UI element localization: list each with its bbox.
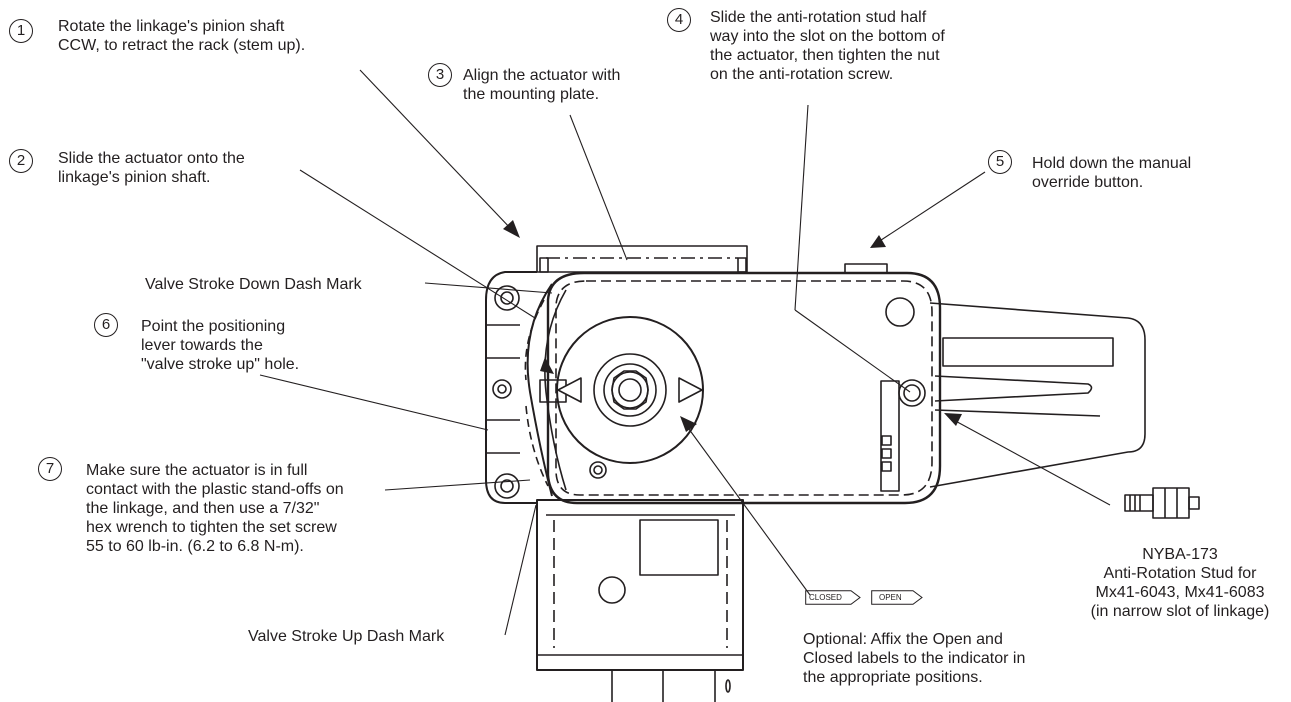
anti-rotation-stud xyxy=(1124,487,1200,519)
linkage-bracket xyxy=(536,499,744,702)
leader-lines xyxy=(259,69,1111,636)
closed-tag-outline xyxy=(805,590,861,605)
step-7-line: contact with the plastic stand-offs on xyxy=(86,481,344,498)
open-tag-outline xyxy=(871,590,923,605)
step-4-line: on the anti-rotation screw. xyxy=(710,66,894,83)
left-standoffs xyxy=(485,271,567,504)
step-6-line: lever towards the xyxy=(141,337,263,354)
step-3-text: Align the actuator with the mounting pla… xyxy=(463,66,620,104)
step-2-line: linkage's pinion shaft. xyxy=(58,169,211,186)
stud-label-line: NYBA-173 xyxy=(1142,546,1218,563)
open-tag: OPEN xyxy=(871,590,923,605)
step-4-line: the actuator, then tighten the nut xyxy=(710,47,940,64)
step-7-text: Make sure the actuator is in full contac… xyxy=(86,461,344,556)
step-6-text: Point the positioning lever towards the … xyxy=(141,317,299,374)
valve-stroke-up-label: Valve Stroke Up Dash Mark xyxy=(248,628,445,645)
step-2-text: Slide the actuator onto the linkage's pi… xyxy=(58,149,245,187)
optional-note-line: Closed labels to the indicator in xyxy=(803,650,1026,667)
pinion-hub xyxy=(556,316,704,479)
step-4-line: Slide the anti-rotation stud half xyxy=(710,9,927,26)
step-1-line: CCW, to retract the rack (stem up). xyxy=(58,37,306,54)
closed-tag-text: CLOSED xyxy=(809,593,842,602)
step-4-text: Slide the anti-rotation stud half way in… xyxy=(710,8,945,84)
stud-label-line: Mx41-6043, Mx41-6083 xyxy=(1095,584,1265,601)
valve-stroke-down-label: Valve Stroke Down Dash Mark xyxy=(145,276,362,293)
optional-note: Optional: Affix the Open and Closed labe… xyxy=(803,630,1025,687)
step-number-4: 4 xyxy=(667,8,691,32)
mounting-plate-top xyxy=(536,245,748,273)
step-5-text: Hold down the manual override button. xyxy=(1032,154,1191,192)
optional-note-line: the appropriate positions. xyxy=(803,669,983,686)
stud-label-line: (in narrow slot of linkage) xyxy=(1090,603,1270,620)
step-1-text: Rotate the linkage's pinion shaft CCW, t… xyxy=(58,17,305,55)
step-number-1: 1 xyxy=(9,19,33,43)
step-2-line: Slide the actuator onto the xyxy=(58,150,245,167)
step-number-2: 2 xyxy=(9,149,33,173)
step-7-line: hex wrench to tighten the set screw xyxy=(86,519,337,536)
step-number-5: 5 xyxy=(988,150,1012,174)
step-7-line: the linkage, and then use a 7/32" xyxy=(86,500,320,517)
closed-tag: CLOSED xyxy=(805,590,861,605)
step-number-7: 7 xyxy=(38,457,62,481)
stud-label: NYBA-173 Anti-Rotation Stud for Mx41-604… xyxy=(1075,545,1285,621)
step-number-6: 6 xyxy=(94,313,118,337)
step-5-line: Hold down the manual xyxy=(1032,155,1192,172)
step-4-line: way into the slot on the bottom of xyxy=(710,28,945,45)
linkage-arm xyxy=(929,302,1146,488)
stud-label-line: Anti-Rotation Stud for xyxy=(1103,565,1257,582)
actuator-body xyxy=(546,271,942,505)
step-6-line: "valve stroke up" hole. xyxy=(141,356,300,373)
step-3-line: the mounting plate. xyxy=(463,86,600,103)
step-7-line: 55 to 60 lb-in. (6.2 to 6.8 N-m). xyxy=(86,538,304,555)
step-6-line: Point the positioning xyxy=(141,318,286,335)
dash-mark-slots xyxy=(524,283,567,497)
arrowheads xyxy=(503,220,962,432)
step-number-3: 3 xyxy=(428,63,452,87)
override-button-shape xyxy=(844,263,888,274)
step-5-line: override button. xyxy=(1032,174,1144,191)
step-3-line: Align the actuator with xyxy=(463,67,621,84)
step-1-line: Rotate the linkage's pinion shaft xyxy=(58,18,285,35)
step-7-line: Make sure the actuator is in full xyxy=(86,462,308,479)
optional-note-line: Optional: Affix the Open and xyxy=(803,631,1003,648)
open-tag-text: OPEN xyxy=(879,593,902,602)
